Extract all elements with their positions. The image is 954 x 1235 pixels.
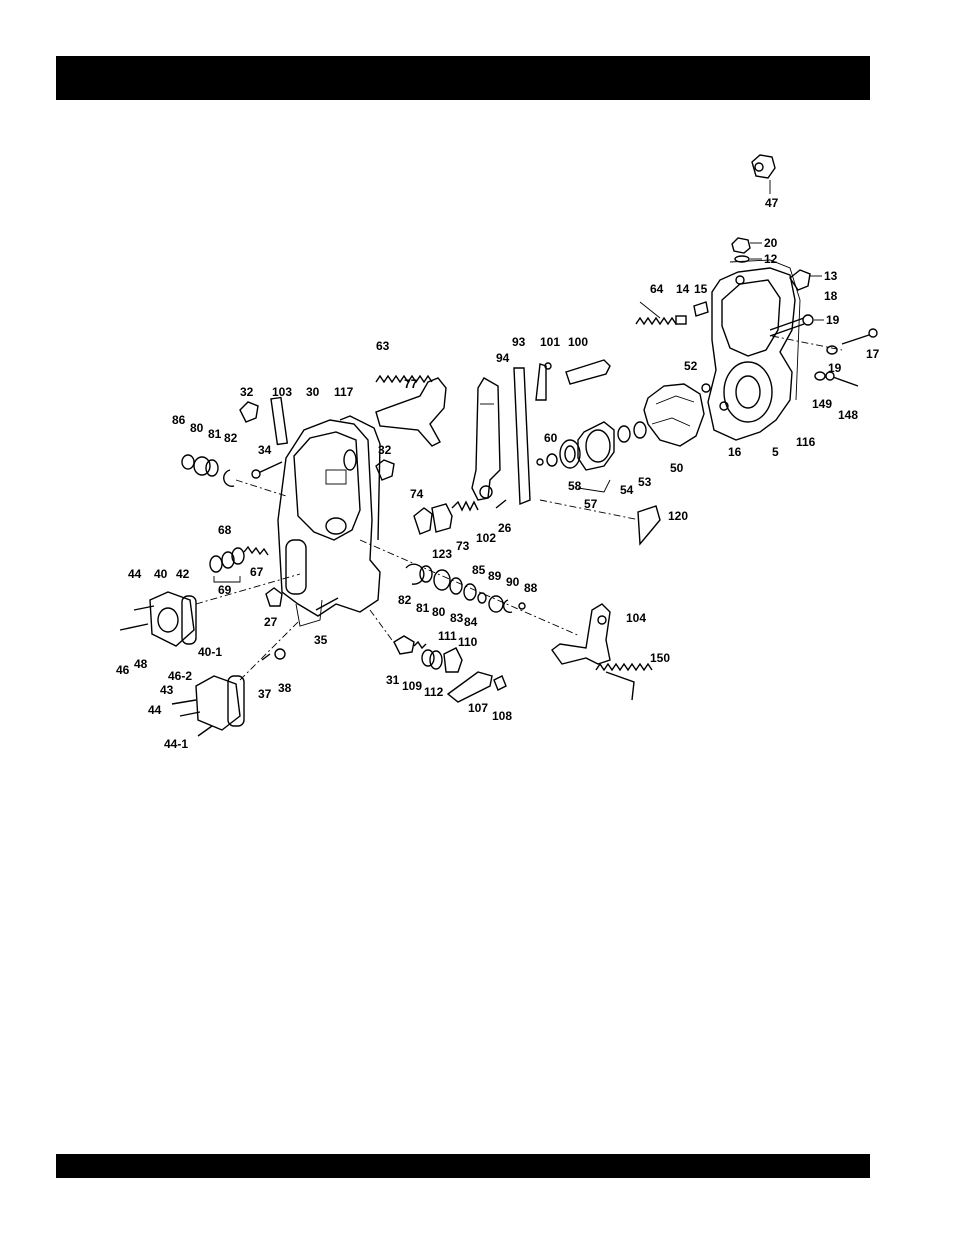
part-label: 80: [190, 421, 204, 435]
part-label: 20: [764, 236, 778, 250]
part-label: 120: [668, 509, 688, 523]
part-label: 38: [278, 681, 292, 695]
part-label: 112: [424, 685, 444, 699]
part-label: 53: [638, 475, 652, 489]
part-label: 86: [172, 413, 186, 427]
part-label: 50: [670, 461, 684, 475]
part-label: 107: [468, 701, 488, 715]
part-label: 123: [432, 547, 452, 561]
part-label: 35: [314, 633, 328, 647]
part-label: 67: [250, 565, 264, 579]
part-label: 101: [540, 335, 560, 349]
part-label: 5: [772, 445, 779, 459]
part-label: 83: [450, 611, 464, 625]
part-label: 44: [128, 567, 142, 581]
part-label: 103: [272, 385, 292, 399]
part-label: 46: [116, 663, 130, 677]
part-label: 81: [416, 601, 430, 615]
part-label: 15: [694, 282, 708, 296]
part-label: 109: [402, 679, 422, 693]
part-label: 82: [398, 593, 412, 607]
part-label: 48: [134, 657, 148, 671]
part-label: 54: [620, 483, 634, 497]
part-label: 81: [208, 427, 222, 441]
part-label: 42: [176, 567, 190, 581]
part-label: 73: [456, 539, 470, 553]
part-label: 19: [828, 361, 842, 375]
part-label: 116: [796, 435, 816, 449]
part-label: 44-1: [164, 737, 188, 751]
part-label: 13: [824, 269, 838, 283]
part-label: 47: [765, 196, 779, 210]
part-label: 93: [512, 335, 526, 349]
part-label: 37: [258, 687, 272, 701]
part-label: 117: [334, 385, 354, 399]
part-label: 149: [812, 397, 832, 411]
part-label: 102: [476, 531, 496, 545]
part-label: 82: [224, 431, 238, 445]
part-label: 17: [866, 347, 880, 361]
part-label: 68: [218, 523, 232, 537]
part-label: 57: [584, 497, 598, 511]
part-label: 110: [458, 635, 478, 649]
part-label: 46-2: [168, 669, 192, 683]
part-label: 32: [378, 443, 392, 457]
part-label: 80: [432, 605, 446, 619]
part-label: 94: [496, 351, 510, 365]
part-label: 12: [764, 252, 778, 266]
part-label: 90: [506, 575, 520, 589]
part-label: 31: [386, 673, 400, 687]
part-label: 30: [306, 385, 320, 399]
part-label: 60: [544, 431, 558, 445]
part-label: 74: [410, 487, 424, 501]
part-label: 27: [264, 615, 278, 629]
part-label: 44: [148, 703, 162, 717]
part-label: 58: [568, 479, 582, 493]
part-label: 85: [472, 563, 486, 577]
part-label: 40: [154, 567, 168, 581]
part-label: 84: [464, 615, 478, 629]
part-label: 34: [258, 443, 272, 457]
part-label: 150: [650, 651, 670, 665]
part-label: 14: [676, 282, 690, 296]
part-label: 111: [438, 629, 457, 643]
part-label: 100: [568, 335, 588, 349]
part-label: 108: [492, 709, 512, 723]
part-label: 148: [838, 408, 858, 422]
part-label: 64: [650, 282, 664, 296]
part-label: 88: [524, 581, 538, 595]
part-label: 77: [404, 377, 418, 391]
callout-labels: 47 20 12 13 18 19 17 19 149 148 64 14 15…: [116, 196, 880, 751]
part-label: 52: [684, 359, 698, 373]
part-label: 18: [824, 289, 838, 303]
part-label: 26: [498, 521, 512, 535]
part-label: 16: [728, 445, 742, 459]
part-label: 104: [626, 611, 646, 625]
part-label: 89: [488, 569, 502, 583]
part-label: 32: [240, 385, 254, 399]
part-label: 19: [826, 313, 840, 327]
part-label: 40-1: [198, 645, 222, 659]
part-label: 43: [160, 683, 174, 697]
part-label: 63: [376, 339, 390, 353]
part-label: 69: [218, 583, 232, 597]
